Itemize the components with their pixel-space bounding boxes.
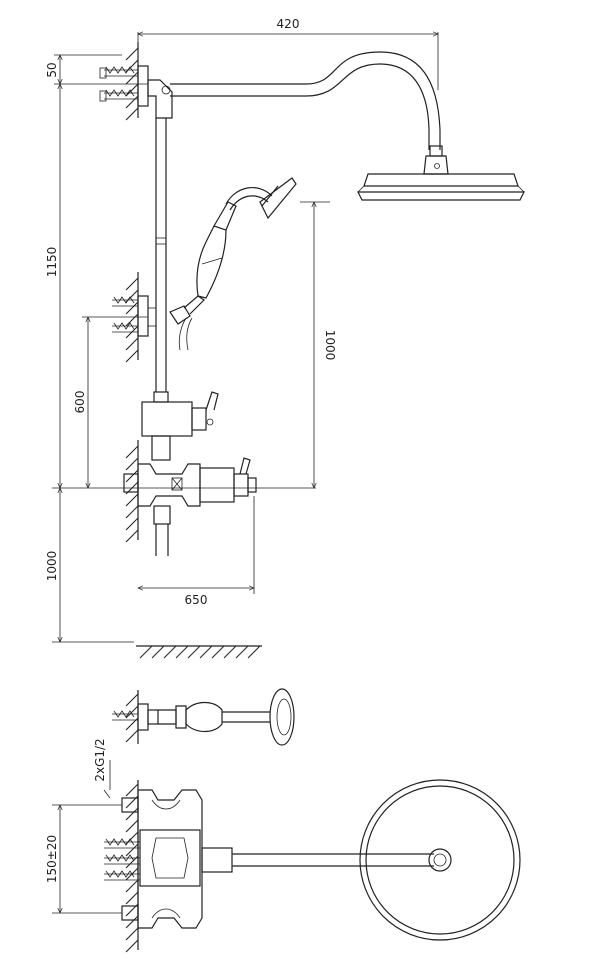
dimension-column-height: 1150 — [45, 84, 60, 488]
floor-hatch — [136, 645, 262, 659]
dimension-label-1000-lower: 1000 — [45, 551, 59, 582]
rain-shower-head — [357, 145, 525, 201]
dimension-label-150: 150±20 — [45, 835, 59, 883]
top-view-mixer — [104, 779, 521, 953]
dimension-handshower-height: 1000 — [300, 202, 337, 488]
dimension-label-600: 600 — [73, 391, 87, 414]
dimension-label-1150: 1150 — [45, 247, 59, 278]
wall-hatch-upper — [125, 42, 139, 121]
dimension-inlet-spacing: 150±20 — [45, 805, 122, 913]
dimension-mixer-depth: 650 — [138, 496, 254, 607]
dimension-label-thread: 2xG1/2 — [93, 738, 107, 781]
top-wall-bracket — [99, 65, 149, 107]
side-view: 420 50 1150 1000 600 — [45, 17, 525, 659]
riser-pipe — [155, 118, 167, 392]
dimension-mixer-height: 1000 — [45, 488, 134, 642]
wall-hatch-lower — [125, 440, 139, 543]
dimension-label-50: 50 — [45, 62, 59, 77]
mixer-body — [123, 457, 257, 556]
diverter-valve — [141, 391, 219, 461]
dimension-label-650: 650 — [185, 593, 208, 607]
hand-shower — [169, 177, 297, 351]
dimension-label-1000-upper: 1000 — [323, 330, 337, 361]
middle-wall-bracket — [112, 295, 157, 337]
dimension-head-reach: 420 — [138, 17, 438, 90]
dimension-connection-thread: 2xG1/2 — [93, 738, 111, 799]
gooseneck-arm — [305, 51, 441, 150]
dimension-top-offset: 50 — [45, 55, 148, 84]
dimension-bracket-height: 600 — [73, 317, 148, 488]
dimension-label-420: 420 — [277, 17, 300, 31]
top-arm — [147, 79, 306, 119]
top-view-handshower-holder — [112, 688, 295, 746]
